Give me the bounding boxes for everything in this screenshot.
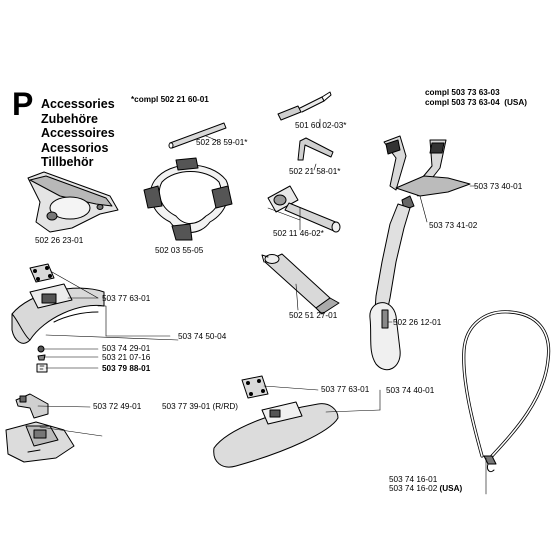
title-portuguese: Acessorios: [41, 140, 109, 155]
label-box-wrench: 502 11 46-02*: [273, 229, 324, 238]
label-harness-buckle: 503 73 41-02: [429, 221, 478, 230]
allen-key-part: [297, 137, 334, 161]
clamp-part: [15, 393, 49, 419]
label-guard-screw: 503 74 29-01: [102, 344, 151, 353]
label-hip-pad: 502 26 12-01: [393, 318, 442, 327]
compl-line-2: compl 503 73 63-04 (USA): [425, 98, 527, 108]
label-guard-label: 503 79 88-01: [102, 364, 151, 373]
blade-guard-ring-part: [143, 157, 233, 241]
compl-line-2-number: compl 503 73 63-04: [425, 98, 500, 107]
guard-assembly-part: [11, 283, 105, 344]
label-bracket-a: 503 77 63-01: [102, 294, 151, 303]
long-guard-part: [213, 401, 339, 468]
title-block: Accessories Zubehöre Accessoires Acessor…: [41, 97, 115, 170]
title-swedish: Tillbehör: [41, 155, 94, 169]
label-blade-guard-ring: 502 03 55-05: [155, 246, 204, 255]
label-screwdriver: 501 60 02-03*: [295, 121, 347, 130]
compl-line-2-suffix: (USA): [504, 98, 527, 107]
label-long-guard: 503 74 40-01: [386, 386, 435, 395]
screwdriver-part: [277, 91, 332, 121]
strap-part: [462, 310, 551, 473]
label-harness-clip: 503 73 40-01: [474, 182, 523, 191]
label-blade-guard-shield: 502 26 23-01: [35, 236, 84, 245]
label-clamp: 503 72 49-01: [93, 402, 142, 411]
label-bracket-b: 503 77 63-01: [321, 385, 370, 394]
box-wrench-part: [267, 185, 341, 233]
leader-lines: [37, 118, 487, 495]
compl-line-1: compl 503 73 63-03: [425, 88, 500, 97]
label-strap-1: 503 74 16-01: [389, 475, 438, 484]
title-french: Accessoires: [41, 126, 115, 140]
rod-part: [168, 122, 227, 149]
small-fasteners: [36, 345, 48, 373]
label-guard-rrd: 503 77 39-01 (R/RD): [162, 402, 238, 411]
section-letter: P: [12, 86, 34, 122]
title-german: Zubehöre: [41, 111, 98, 126]
blade-guard-shield-part: [27, 171, 119, 233]
label-strap-2-number: 503 74 16-02: [389, 484, 438, 493]
bracket-b-part: [241, 375, 269, 399]
guard-rrd-part: [5, 421, 75, 463]
label-strap-2-suffix: (USA): [439, 484, 463, 493]
label-grease-tube: 502 51 27-01: [289, 311, 338, 320]
bracket-a-part: [29, 263, 55, 283]
label-guard-assembly: 503 74 50-04: [178, 332, 227, 341]
label-rod: 502 28 59-01*: [196, 138, 248, 147]
harness-part: [369, 135, 471, 371]
label-allen-key: 502 21 58-01*: [289, 167, 341, 176]
label-strap-2: 503 74 16-02 (USA): [389, 484, 462, 494]
title-english: Accessories: [41, 97, 115, 111]
compl-header: *compl 502 21 60-01: [131, 95, 209, 104]
grease-tube-part: [261, 253, 340, 315]
label-guard-bolt: 503 21 07-16: [102, 353, 151, 362]
